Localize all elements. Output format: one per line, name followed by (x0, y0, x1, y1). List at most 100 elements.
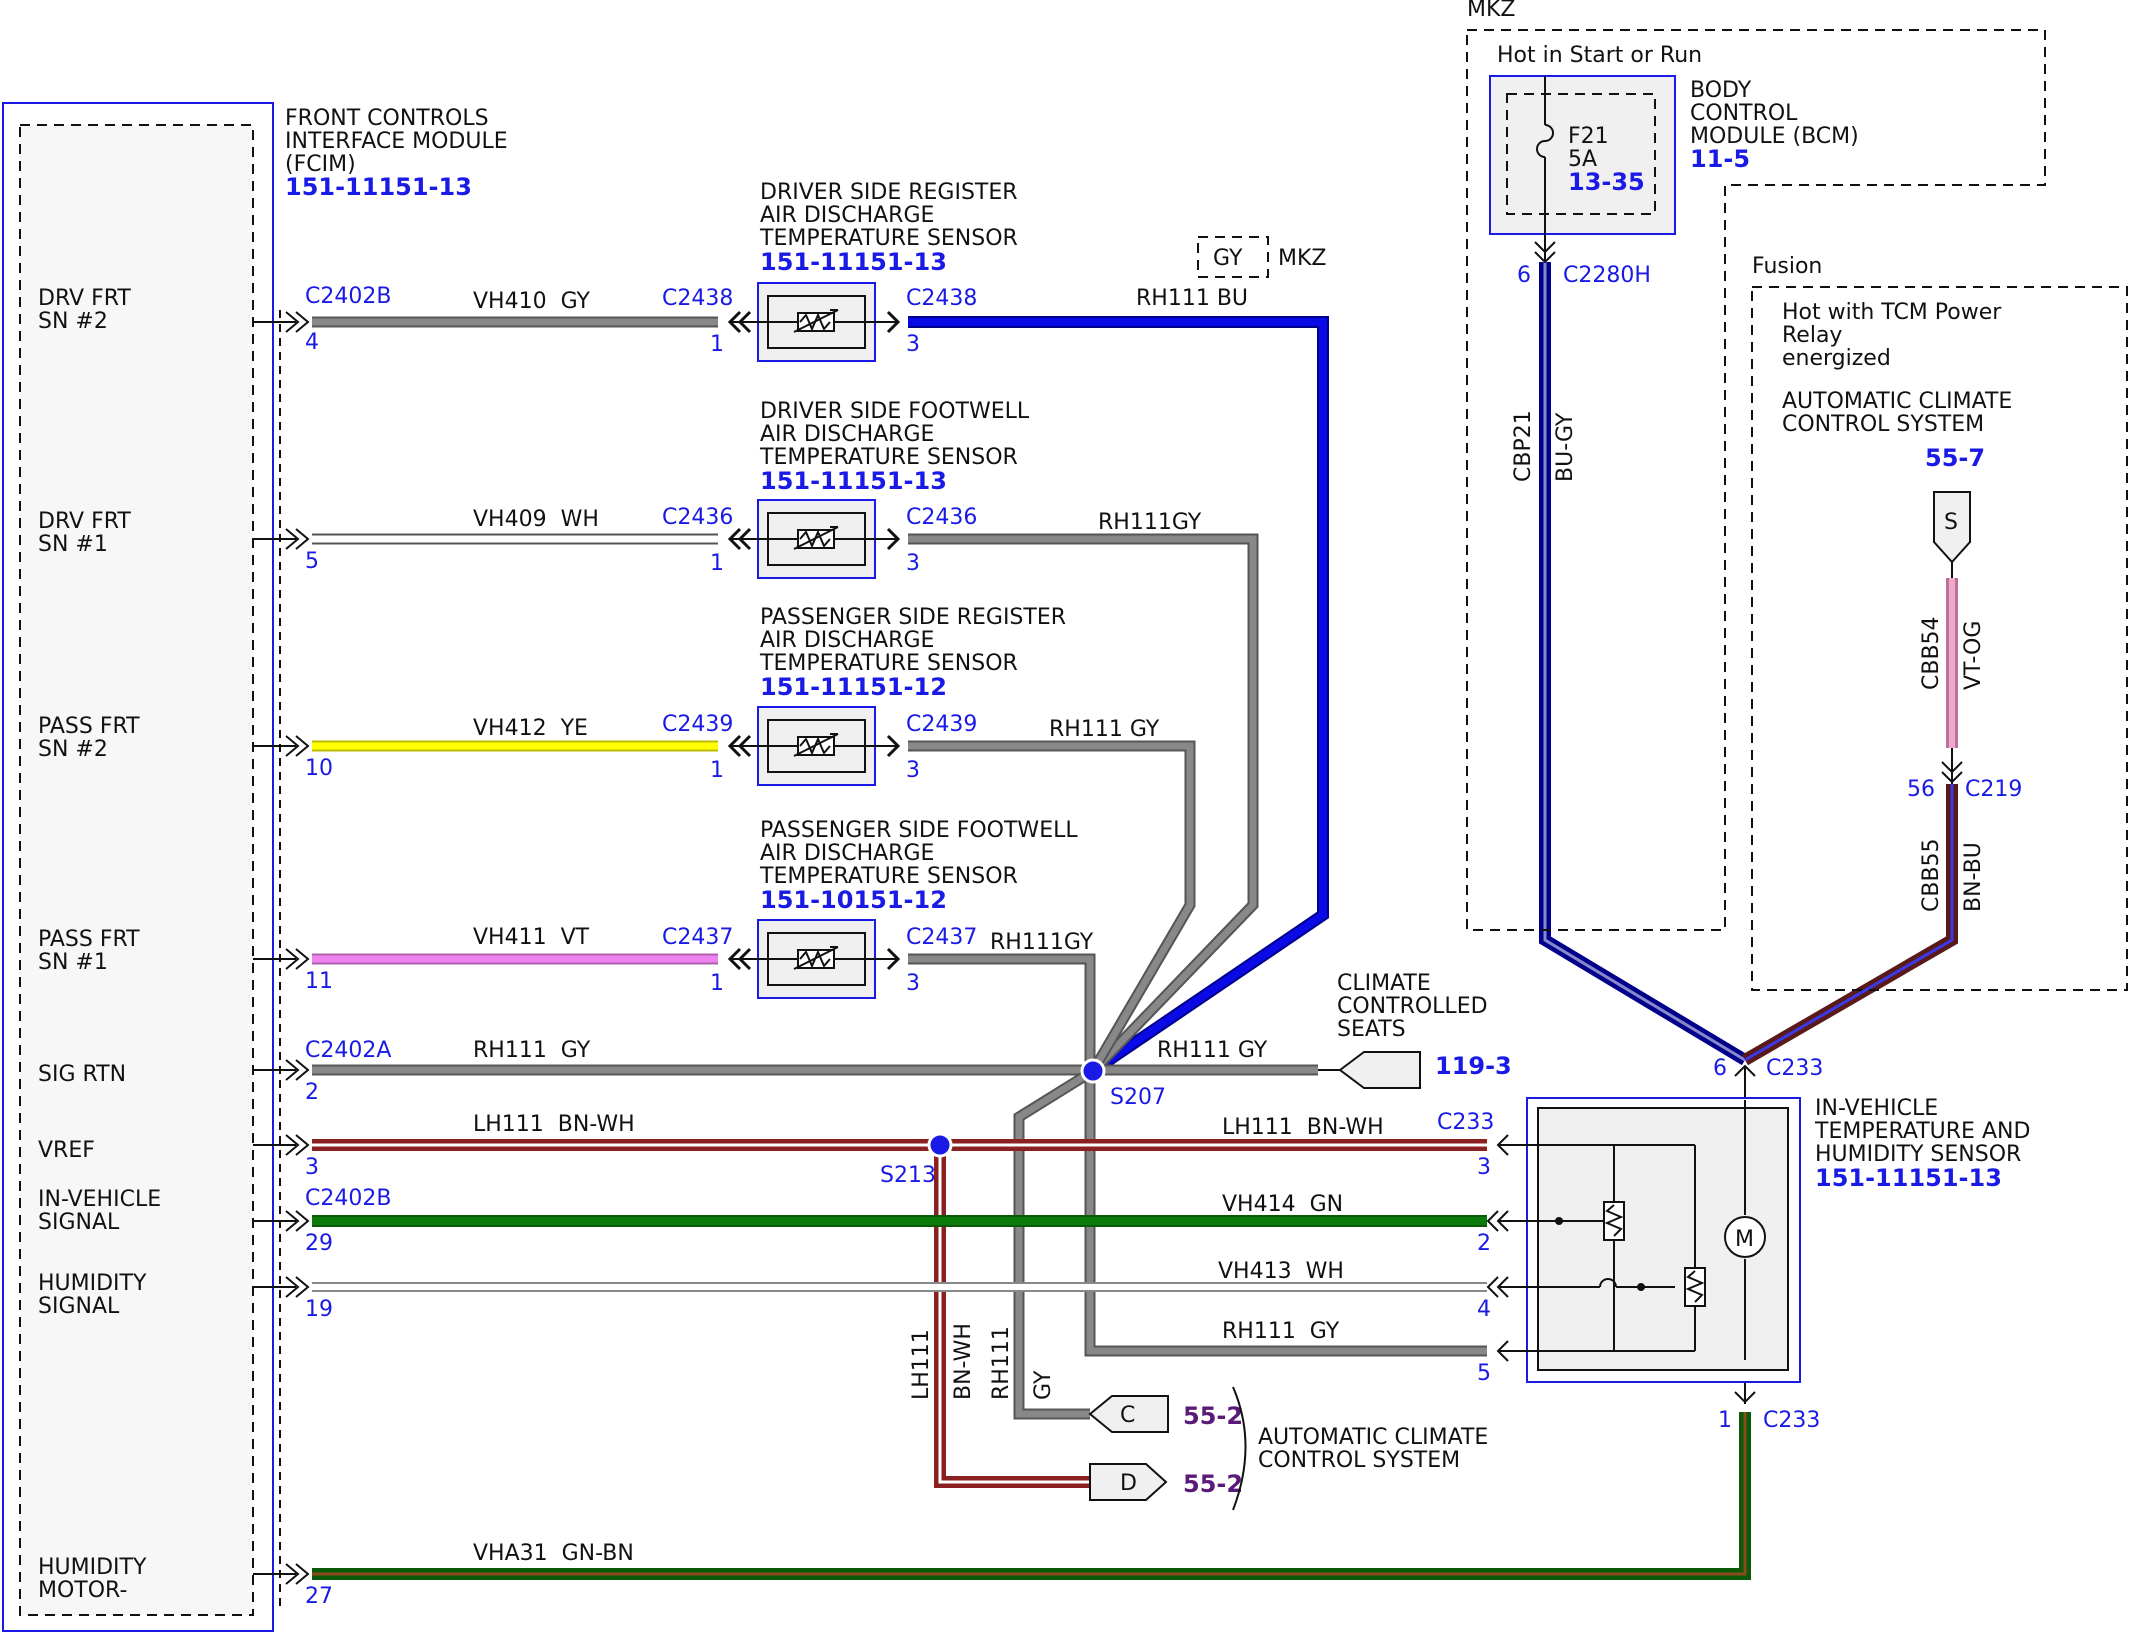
connector-label[interactable]: C2436 (906, 505, 977, 530)
acc-title: AUTOMATIC CLIMATE (1258, 1425, 1488, 1450)
sensor-pass-register: PASSENGER SIDE REGISTER AIR DISCHARGE TE… (662, 605, 1066, 786)
sensor-title: TEMPERATURE SENSOR (759, 651, 1018, 676)
bcm-ref[interactable]: 11-5 (1690, 145, 1750, 173)
thermistor-icon (1594, 1201, 1625, 1241)
fusion-ref[interactable]: 55-7 (1925, 444, 1985, 472)
wire-label: RH111 GY (473, 1038, 591, 1063)
mkz-bcm-section: MKZ Hot in Start or Run F21 5A 13-35 BOD… (1466, 0, 2046, 931)
mkz-color-note: GY MKZ (1197, 236, 1326, 278)
wires (312, 262, 1958, 1580)
connector-label[interactable]: C2436 (662, 505, 733, 530)
pin-number: 29 (305, 1231, 333, 1256)
sensor-ref[interactable]: 151-11151-12 (760, 673, 947, 701)
connector-label[interactable]: C2437 (906, 925, 977, 950)
climate-seats-title: CLIMATE (1337, 971, 1431, 996)
connector-flag-s (1933, 491, 1971, 564)
sensor-driver-register: DRIVER SIDE REGISTER AIR DISCHARGE TEMPE… (662, 180, 1018, 362)
pin-number: 10 (305, 756, 333, 781)
fcim-pin-name: SN #1 (38, 950, 108, 975)
wire-label: RH111GY (1098, 510, 1202, 535)
flag-label: C (1120, 1403, 1135, 1428)
bcm-title: CONTROL (1690, 101, 1798, 126)
acc-ref-d[interactable]: 55-2 (1183, 1470, 1243, 1498)
wire-label: VHA31 GN-BN (473, 1541, 634, 1566)
pin-number: 3 (906, 971, 920, 996)
pin-number: 3 (906, 758, 920, 783)
fcim-pin-name: SIG RTN (38, 1062, 126, 1087)
bcm-title: MODULE (BCM) (1690, 124, 1859, 149)
ivts-title: IN-VEHICLE (1815, 1096, 1938, 1121)
fcim-pin-name: SN #2 (38, 737, 108, 762)
ivts-ref[interactable]: 151-11151-13 (1815, 1164, 2002, 1192)
sensor-title: DRIVER SIDE REGISTER (760, 180, 1018, 205)
pin-number: 5 (1477, 1361, 1491, 1386)
fuse-ref[interactable]: 13-35 (1568, 168, 1645, 196)
wire-label: RH111 (989, 1326, 1014, 1400)
connector-label[interactable]: C219 (1965, 777, 2022, 802)
fcim-pin-name: VREF (38, 1138, 95, 1163)
thermistor-icon (793, 733, 839, 757)
connector-label[interactable]: C2438 (906, 286, 977, 311)
acc-ref-c[interactable]: 55-2 (1183, 1402, 1243, 1430)
wire-label: VH412 YE (473, 716, 588, 741)
thermistor-icon (793, 526, 839, 550)
connector-label[interactable]: C2439 (662, 712, 733, 737)
connector-label[interactable]: C2280H (1563, 263, 1651, 288)
connector-label[interactable]: C2402A (305, 1038, 391, 1063)
fusion-section: Fusion Hot with TCM Power Relay energize… (1751, 254, 2128, 991)
connector-flag-d (1089, 1463, 1168, 1501)
humidity-sensor-icon (1684, 1267, 1706, 1307)
wire-label: CBB55 (1919, 838, 1944, 912)
climate-seats-ref[interactable]: 119-3 (1435, 1052, 1512, 1080)
wire-label: VT-OG (1961, 621, 1986, 690)
sensor-ref[interactable]: 151-10151-12 (760, 886, 947, 914)
connector-label[interactable]: C2402B (305, 1186, 391, 1211)
fcim-pin-name: HUMIDITY (38, 1271, 147, 1296)
fusion-system: AUTOMATIC CLIMATE (1782, 389, 2012, 414)
svg-text:M: M (1735, 1227, 1754, 1252)
ivts-title: TEMPERATURE AND (1814, 1119, 2030, 1144)
ivts-title: HUMIDITY SENSOR (1815, 1142, 2021, 1167)
connector-label[interactable]: C233 (1763, 1408, 1820, 1433)
fusion-label: Fusion (1752, 254, 1822, 279)
wire-label: LH111 BN-WH (1222, 1115, 1384, 1140)
wire-label: LH111 BN-WH (473, 1112, 635, 1137)
connector-label[interactable]: C2438 (662, 286, 733, 311)
sensor-ref[interactable]: 151-11151-13 (760, 248, 947, 276)
pin-number: 56 (1907, 777, 1935, 802)
fcim-pin-name: IN-VEHICLE (38, 1187, 161, 1212)
fcim-title-2: INTERFACE MODULE (285, 129, 508, 154)
splice-label: S207 (1110, 1085, 1166, 1110)
wire-label: RH111 BU (1136, 286, 1248, 311)
connector-label[interactable]: C233 (1766, 1056, 1823, 1081)
pin-number: 2 (1477, 1231, 1491, 1256)
sensor-pass-footwell: PASSENGER SIDE FOOTWELL AIR DISCHARGE TE… (662, 818, 1078, 999)
fcim-ref[interactable]: 151-11151-13 (285, 173, 472, 201)
fcim-module: FRONT CONTROLS INTERFACE MODULE (FCIM) 1… (2, 102, 508, 1632)
connector-label[interactable]: C2439 (906, 712, 977, 737)
wire-label: VH413 WH (1218, 1259, 1344, 1284)
connector-label[interactable]: C233 (1437, 1110, 1494, 1135)
fcim-pin-name: HUMIDITY (38, 1555, 147, 1580)
pin-number: 1 (710, 551, 724, 576)
splice-s213[interactable] (927, 1132, 953, 1158)
fuse-label: F21 (1568, 124, 1609, 149)
wire-label: VH411 VT (473, 925, 590, 950)
mkz-hot-text: Hot in Start or Run (1497, 43, 1702, 68)
wire-label: BU-GY (1553, 412, 1578, 482)
pin-number: 27 (305, 1584, 333, 1609)
connector-label[interactable]: C2402B (305, 284, 391, 309)
wire-rh111-gy-3 (908, 953, 1096, 1071)
fcim-title-1: FRONT CONTROLS (285, 106, 489, 131)
thermistor-icon (793, 946, 839, 970)
wire-rh111-gy-2 (908, 740, 1196, 1074)
connector-label[interactable]: C2437 (662, 925, 733, 950)
splice-s207[interactable] (1080, 1058, 1106, 1084)
wire-label: CBP21 (1511, 410, 1536, 482)
pin-number: 1 (1718, 1408, 1732, 1433)
acc-bottom-refs: C D 55-2 55-2 AUTOMATIC CLIMATE CONTROL … (1088, 1386, 1488, 1511)
sensor-ref[interactable]: 151-11151-13 (760, 467, 947, 495)
climate-seats-title: CONTROLLED (1337, 994, 1488, 1019)
fcim-pin-name: SN #1 (38, 532, 108, 557)
